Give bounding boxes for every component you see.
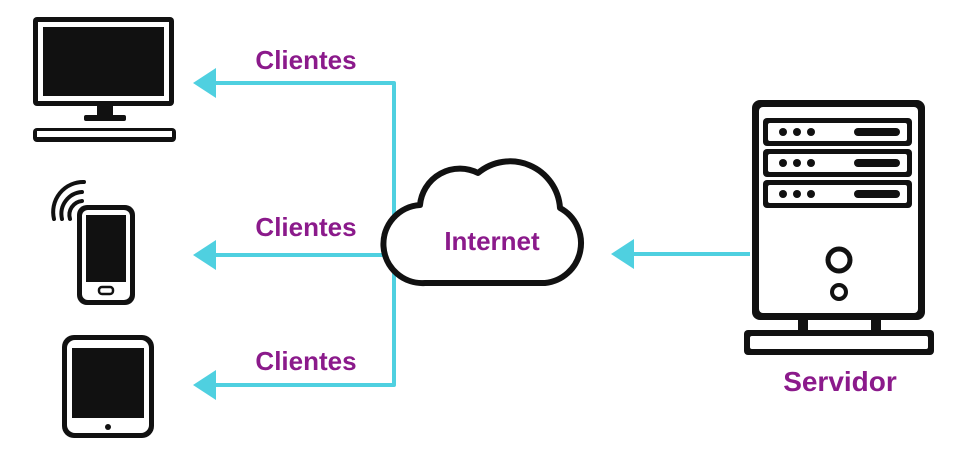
- desktop-computer-icon: [33, 17, 176, 142]
- arrow-to-desktop-icon: [193, 68, 216, 98]
- power-button-icon: [825, 246, 853, 274]
- clients-label-top: Clientes: [255, 45, 356, 75]
- internet-label: Internet: [444, 226, 540, 256]
- status-light-icon: [830, 283, 848, 301]
- arrowheads: [193, 68, 634, 400]
- server-icon: [744, 100, 934, 355]
- tablet-icon: [62, 335, 154, 438]
- clients-label-middle: Clientes: [255, 212, 356, 242]
- server-rack-unit-2: [763, 149, 912, 177]
- connection-lines: [212, 81, 750, 387]
- cloud-icon: [380, 158, 584, 287]
- server-label: Servidor: [783, 366, 897, 397]
- smartphone-icon: [77, 205, 135, 305]
- server-rack-unit-3: [763, 180, 912, 208]
- arrow-to-internet-icon: [611, 239, 634, 269]
- server-rack-unit-1: [763, 118, 912, 146]
- clients-label-bottom: Clientes: [255, 346, 356, 376]
- arrow-to-phone-icon: [193, 240, 216, 270]
- wifi-signal-icon: [51, 179, 86, 221]
- arrow-to-tablet-icon: [193, 370, 216, 400]
